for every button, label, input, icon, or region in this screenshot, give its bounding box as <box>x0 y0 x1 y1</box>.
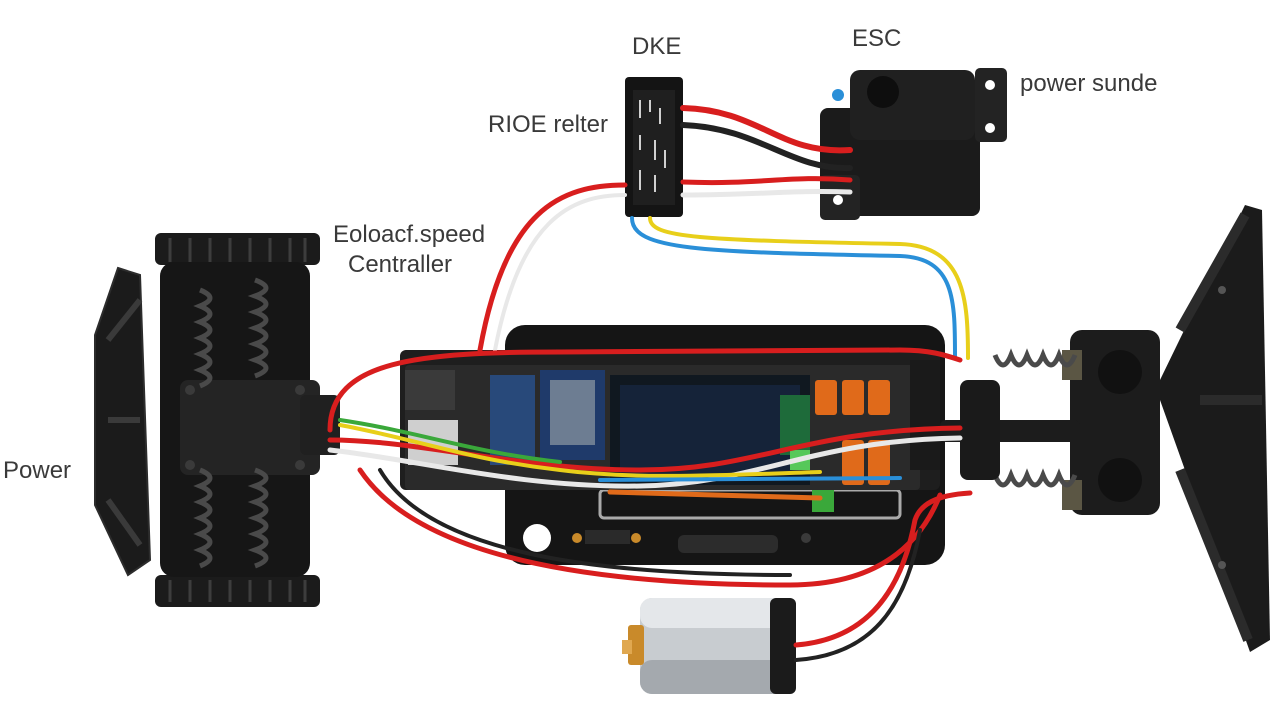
label-power-sunde: power sunde <box>1020 70 1158 97</box>
mount-hole <box>523 524 551 552</box>
orange-capacitors <box>815 380 890 485</box>
left-tire-top <box>155 233 320 265</box>
blue-screw-icon <box>832 89 844 101</box>
label-esc: ESC <box>852 25 902 52</box>
right-coil-springs <box>992 348 1078 488</box>
motor <box>622 598 796 694</box>
right-bumper-frame <box>1160 205 1270 652</box>
relay-module <box>625 77 683 217</box>
wiring <box>327 105 973 662</box>
label-rioe-relter: RIOE relter <box>488 111 609 138</box>
label-power: Power <box>3 457 72 484</box>
right-wheel-assembly <box>940 205 1270 652</box>
label-speed-controller-line2: Centraller <box>348 251 453 278</box>
label-dke: DKE <box>632 33 682 60</box>
left-coil-springs <box>193 277 269 569</box>
left-wheel-assembly <box>94 233 340 607</box>
left-tire-bottom <box>155 575 320 607</box>
esc-unit <box>820 68 1007 220</box>
label-speed-controller-line1: Eoloacf.speed <box>333 221 486 248</box>
